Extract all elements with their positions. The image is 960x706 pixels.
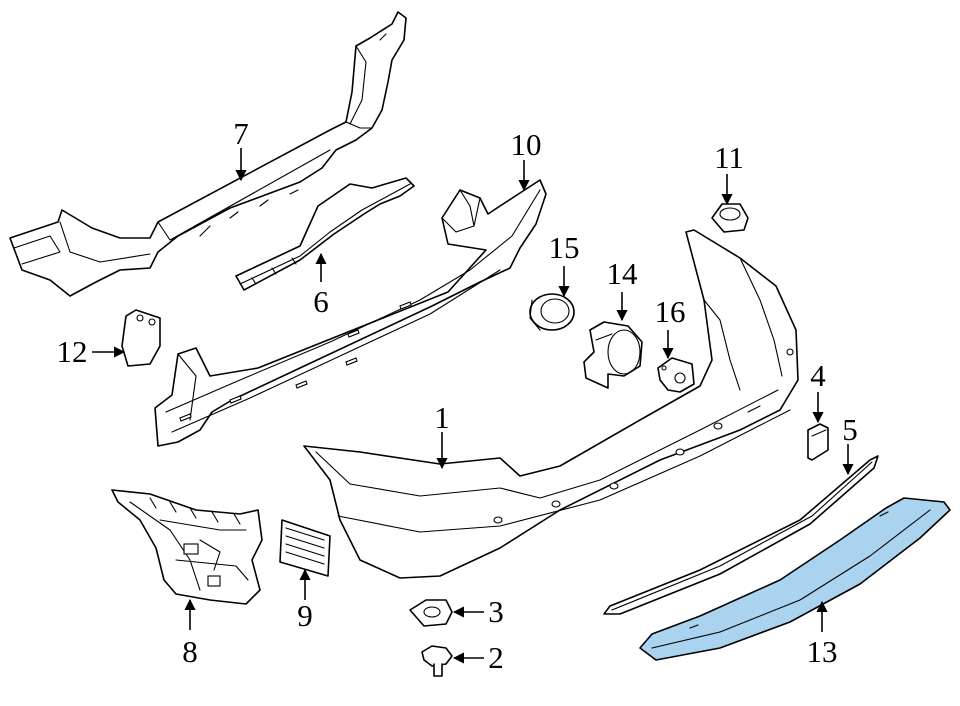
callout-9: 9: [297, 598, 313, 633]
part-9-vent-grille[interactable]: [279, 519, 331, 577]
part-6-bracket-strip[interactable]: [235, 177, 415, 291]
part-8-side-bracket[interactable]: [111, 489, 263, 605]
part-3-clip-nut[interactable]: [409, 599, 453, 627]
part-12-plate[interactable]: [121, 309, 161, 367]
part-11-nut[interactable]: [711, 203, 749, 233]
callout-11: 11: [714, 140, 744, 175]
part-2-bolt[interactable]: [421, 645, 453, 677]
leader-lines: [92, 148, 854, 664]
part-7-absorber-bracket[interactable]: [9, 11, 407, 297]
callout-1: 1: [434, 400, 450, 435]
callout-12: 12: [57, 334, 88, 369]
callout-6: 6: [313, 284, 329, 319]
callout-10: 10: [511, 127, 542, 162]
callout-5: 5: [842, 412, 858, 447]
callout-8: 8: [182, 634, 198, 669]
part-14-parking-sensor[interactable]: [583, 321, 643, 389]
part-1-bumper-cover[interactable]: [303, 229, 799, 579]
callout-13: 13: [807, 634, 838, 669]
callout-3: 3: [488, 594, 504, 629]
part-16-sensor-bracket[interactable]: [657, 357, 695, 393]
callout-16: 16: [655, 294, 686, 329]
callout-4: 4: [810, 358, 826, 393]
callout-14: 14: [607, 256, 639, 291]
callout-labels: 7 6 10 11 12 15 14 16 1 4 5 13 8 9 3 2: [57, 116, 858, 675]
part-4-clip[interactable]: [807, 423, 829, 461]
part-13-trim-panel[interactable]: [639, 497, 951, 661]
callout-2: 2: [488, 640, 504, 675]
callout-7: 7: [233, 116, 249, 151]
part-15-sensor-ring[interactable]: [529, 293, 575, 331]
callout-15: 15: [549, 230, 580, 265]
part-10-reinforcement-beam[interactable]: [154, 179, 547, 447]
part-5-molding-strip[interactable]: [603, 455, 879, 615]
